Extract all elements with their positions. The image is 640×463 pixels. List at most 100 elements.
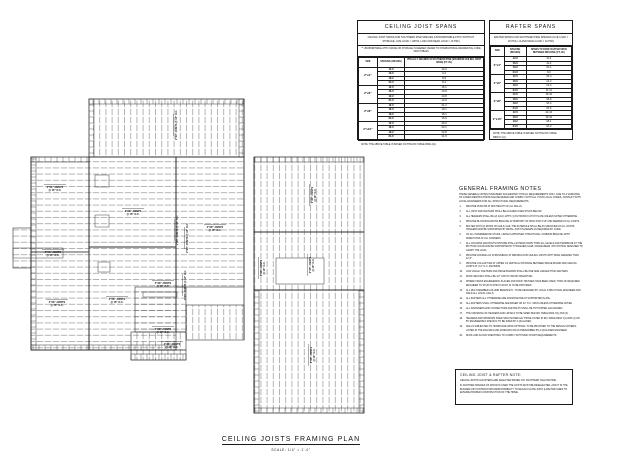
general-note-item: ROOF DECKING SHALL BE 1/2" CDX PLYWOOD S… bbox=[460, 276, 534, 280]
svg-text:2"X6" JOISTS: 2"X6" JOISTS bbox=[49, 301, 66, 304]
svg-text:2"X6" JOISTS: 2"X6" JOISTS bbox=[45, 251, 62, 254]
table-header-row: SIZE SPACING (INCHES) SPANS TO ROOF RAFT… bbox=[490, 46, 573, 58]
cell-size: 2"x4" bbox=[490, 56, 505, 76]
svg-text:@ 16" O.C.: @ 16" O.C. bbox=[157, 285, 170, 288]
ceiling-joist-table-note-1: CEILING JOIST SPANS FOR SOUTHERN PINE SP… bbox=[358, 34, 484, 47]
rafter-table-footer: NOTE: THE ABOVE TABLE IS BASED ON THE IR… bbox=[490, 129, 572, 141]
rafter-spans-table-card: RAFTER SPANS RAFTER SPANS FOR SOUTHERN P… bbox=[489, 20, 573, 140]
th-span: VISUALLY GRADED #2 SOUTHERN PINE (MAXIMU… bbox=[404, 56, 484, 68]
joist-label: 2"X8" JOISTS@ 16" O.C. bbox=[307, 254, 315, 276]
svg-text:2"X8" JOISTS: 2"X8" JOISTS bbox=[309, 256, 312, 273]
general-note-item: ALL RAFTERS SHALL OTHERWISE ARE BASED ON… bbox=[460, 302, 573, 307]
svg-text:@ 16" O.C.: @ 16" O.C. bbox=[157, 331, 170, 334]
svg-text:2"X8" JOISTS @ 16" O.C.: 2"X8" JOISTS @ 16" O.C. bbox=[186, 223, 189, 253]
th-size: SIZE bbox=[358, 56, 378, 68]
general-note-item: ALL MULTI-MEMBER COLUMN BEAMS ETC. TO BE… bbox=[460, 289, 581, 296]
joist-label: 2"X6" JOISTS@ 16" O.C. bbox=[122, 208, 144, 216]
joist-label: 2"X6" JOISTS@ 16" O.C. bbox=[46, 299, 68, 307]
svg-text:@ 16" O.C.: @ 16" O.C. bbox=[166, 346, 179, 349]
plan-title-block: CEILING JOISTS FRAMING PLAN SCALE: 1/4" … bbox=[188, 428, 394, 452]
joist-label: 2"X6" JOISTS@ 16" O.C. bbox=[44, 184, 66, 192]
plan-region-top-wing bbox=[88, 98, 245, 158]
cell-size: 2"x6" bbox=[490, 74, 505, 94]
general-note-item: BOLTED WITH (2) ROWS OF NAILS, NAIL THE … bbox=[460, 226, 576, 232]
svg-text:@ 16" O.C.: @ 16" O.C. bbox=[209, 229, 222, 232]
general-note-item: ALL COLUMNS AND BOLTS PROVIDE SHALL EXTE… bbox=[460, 242, 583, 252]
plan-region-center-upper bbox=[88, 156, 177, 248]
ceiling-joist-spans-table: SIZE SPACING (INCHES) VISUALLY GRADED #2… bbox=[358, 56, 484, 140]
joist-label: 2"X8" JOISTS @ 16" O.C. bbox=[182, 270, 187, 300]
cell-size: 2"x10" bbox=[490, 110, 505, 130]
svg-text:2"X8" JOISTS @ 16" O.C.: 2"X8" JOISTS @ 16" O.C. bbox=[184, 270, 187, 300]
svg-text:2"X8" JOISTS @ 16" O.C.: 2"X8" JOISTS @ 16" O.C. bbox=[176, 215, 179, 245]
joist-label: 2"X6" JOISTS@ 16" O.C. bbox=[106, 296, 128, 304]
general-note-item: THE CROSSING OF HEADERS AND LINTELS TO B… bbox=[460, 312, 569, 317]
svg-text:2"X8" JOISTS: 2"X8" JOISTS bbox=[155, 282, 172, 285]
general-note-item: WALLS SUBJECTED TO HURRICANE WIND OPTION… bbox=[460, 326, 577, 332]
svg-text:2"X6" JOISTS: 2"X6" JOISTS bbox=[260, 259, 263, 276]
svg-text:2"X8" JOISTS: 2"X8" JOISTS bbox=[310, 346, 313, 363]
joist-rafter-note-para-1: CEILING JOISTS & RAFTERS ARE SELECTED BA… bbox=[460, 379, 557, 382]
svg-text:@ 16" O.C.: @ 16" O.C. bbox=[111, 301, 124, 304]
svg-text:2"X6" JOISTS: 2"X6" JOISTS bbox=[47, 186, 64, 189]
svg-text:@ 16" O.C.: @ 16" O.C. bbox=[47, 254, 60, 257]
ceiling-joist-table-title: CEILING JOIST SPANS bbox=[358, 21, 484, 34]
general-note-item: LOW VALLEY RAFTERS AND RIDGE BOARDS SHAL… bbox=[460, 271, 569, 275]
ceiling-joist-table-footer: NOTE: THE ABOVE TABLE IS BASED ON THE IR… bbox=[358, 139, 484, 148]
joist-label: 2"X6" JOISTS@ 16" O.C. bbox=[258, 257, 266, 279]
ceiling-joist-spans-table-card: CEILING JOIST SPANS CEILING JOIST SPANS … bbox=[357, 20, 485, 146]
svg-text:2"X6" JOISTS @ 16" O.C.: 2"X6" JOISTS @ 16" O.C. bbox=[175, 110, 178, 140]
th-spacing: SPACING (INCHES) bbox=[376, 56, 406, 68]
cell-span: 16-2 bbox=[525, 123, 573, 130]
general-note-item: PROVIDE BLOCKING/CROSS BRACING AT MIDPOI… bbox=[460, 221, 580, 225]
general-note-item: PROVIDE DOUBLE 2x4 STRONGBACK AT MIDSPAN… bbox=[460, 254, 579, 260]
joist-label: 2"X8" JOISTS@ 16" O.C. bbox=[204, 224, 226, 232]
plan-region-bottom-porch bbox=[130, 331, 187, 361]
cell-span: 21-5 bbox=[404, 134, 484, 140]
svg-text:2"X8" JOISTS: 2"X8" JOISTS bbox=[311, 186, 314, 203]
joist-label: 2"X8" JOISTS @ 16" O.C. bbox=[174, 215, 179, 245]
page-title: CEILING JOISTS FRAMING PLAN bbox=[221, 436, 361, 445]
plan-scale: SCALE: 1/4" = 1'-0" bbox=[271, 447, 311, 452]
plan-interior-details bbox=[12, 174, 178, 298]
joist-label-group: 2"X6" JOISTS@ 16" O.C.2"X6" JOISTS@ 16" … bbox=[42, 110, 317, 366]
general-notes-subheading: THESE GENERAL NOTES HAVE BEEN SUGGESTED … bbox=[459, 193, 581, 203]
general-note-item: PROVIDE PURLINS AT MID HEIGHT OF ALL WAL… bbox=[460, 206, 523, 210]
th-spacing: SPACING (INCHES) bbox=[503, 46, 527, 58]
joist-rafter-note-para-2: IF ANOTHER SPECIES OF WOOD IS USED THE J… bbox=[460, 384, 568, 395]
plan-region-left-lower bbox=[30, 251, 90, 351]
svg-text:@ 16" O.C.: @ 16" O.C. bbox=[51, 304, 64, 307]
joist-rafter-note-heading: CEILING JOIST & RAFTER NOTE: bbox=[460, 373, 522, 377]
rafter-spans-table: SIZE SPACING (INCHES) SPANS TO ROOF RAFT… bbox=[490, 46, 573, 130]
svg-text:2"X6" JOISTS: 2"X6" JOISTS bbox=[164, 343, 181, 346]
general-note-item: ALL HEADERS SHALL BE (2) 2x10's WITH (1)… bbox=[460, 216, 578, 220]
svg-text:@ 16" O.C.: @ 16" O.C. bbox=[49, 189, 62, 192]
cell-spacing: 24.0 bbox=[503, 123, 527, 130]
cell-size: 2"x8" bbox=[358, 102, 378, 122]
svg-text:2"X8" JOISTS: 2"X8" JOISTS bbox=[207, 226, 224, 229]
general-note-item: PROVIDE COLLAR TIES AT UPPER 1/3 VERTICA… bbox=[460, 262, 577, 269]
ceiling-joist-rafter-note-box: CEILING JOIST & RAFTER NOTE: CEILING JOI… bbox=[455, 369, 573, 405]
rafter-table-title: RAFTER SPANS bbox=[490, 21, 572, 34]
joist-label: 2"X6" JOISTS@ 16" O.C. bbox=[161, 341, 183, 349]
plan-region-center-right-lower bbox=[134, 286, 187, 333]
general-note-item: ROOF AND FLOOR SHEATHING TO COMPLY WITH … bbox=[460, 334, 557, 339]
cell-size: 2"x4" bbox=[358, 66, 378, 86]
joist-label: 2"X8" JOISTS@ 16" O.C. bbox=[152, 280, 174, 288]
joist-label: 2"X6" JOISTS@ 16" O.C. bbox=[42, 249, 64, 257]
joist-label: 2"X8" JOISTS @ 16" O.C. bbox=[184, 223, 189, 253]
joist-label: 2"X8" JOISTS@ 16" O.C. bbox=[309, 184, 317, 206]
general-note-item: ALL JOIST AND RAFTERS SHALL BE ALIGNED O… bbox=[460, 211, 543, 215]
general-notes-list: PROVIDE PURLINS AT MID HEIGHT OF ALL WAL… bbox=[459, 206, 583, 338]
cell-size: 2"x10" bbox=[358, 120, 378, 140]
svg-text:2"X6" JOISTS: 2"X6" JOISTS bbox=[109, 298, 126, 301]
general-framing-notes: GENERAL FRAMING NOTES THESE GENERAL NOTE… bbox=[459, 186, 583, 340]
plan-region-right-wing-upper bbox=[253, 156, 365, 233]
svg-text:@ 16" O.C.: @ 16" O.C. bbox=[312, 258, 315, 271]
plan-bearing-lines bbox=[30, 99, 364, 413]
